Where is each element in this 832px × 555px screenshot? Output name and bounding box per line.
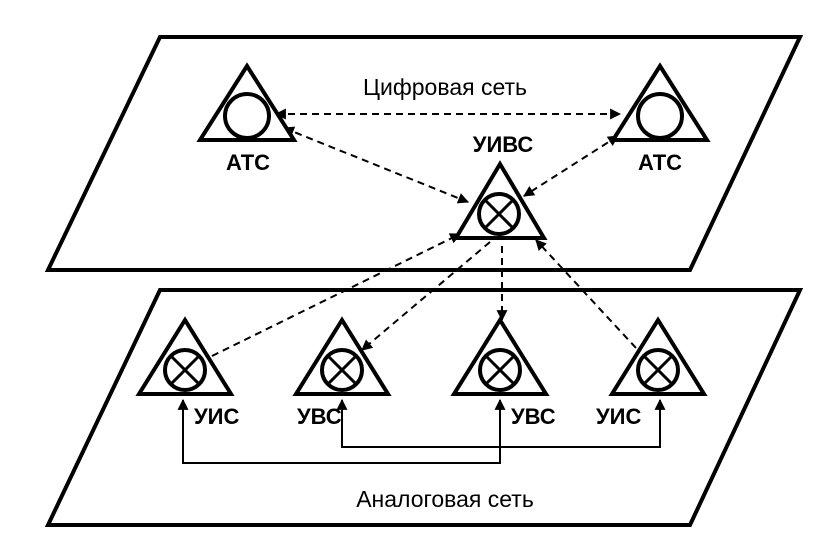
uis-1-label: УИС (194, 404, 239, 429)
uis-1-node (135, 316, 235, 396)
digital-network-plane (44, 35, 804, 272)
ats-left-node (196, 62, 298, 142)
digital-network-label: Цифровая сеть (363, 74, 527, 100)
uvs-1-label: УВС (297, 404, 342, 429)
ats-right-label: АТС (638, 150, 682, 175)
circle-icon (223, 92, 271, 140)
uvs-1-node (292, 316, 392, 396)
uvs-2-node (450, 316, 550, 396)
uis-2-node (608, 316, 708, 396)
link-uis2-uivs (535, 239, 637, 349)
uivs-node (452, 160, 548, 240)
link-uivs-uvs1 (361, 241, 491, 351)
ats-left-label: АТС (226, 150, 270, 175)
analog-network-label: Аналоговая сеть (356, 486, 534, 512)
link-uvs1-uis2 (336, 398, 666, 448)
analog-network-plane (44, 288, 804, 527)
link-ats-right-uivs (523, 135, 619, 197)
link-uis1-uvs2 (177, 398, 506, 464)
circle-icon (636, 92, 684, 140)
ats-right-node (609, 62, 711, 142)
link-uis1-uivs (211, 233, 461, 357)
uvs-2-label: УВС (511, 404, 556, 429)
uivs-label: УИВС (473, 132, 534, 157)
link-ats-left-uivs (282, 126, 470, 204)
uis-2-label: УИС (596, 404, 641, 429)
